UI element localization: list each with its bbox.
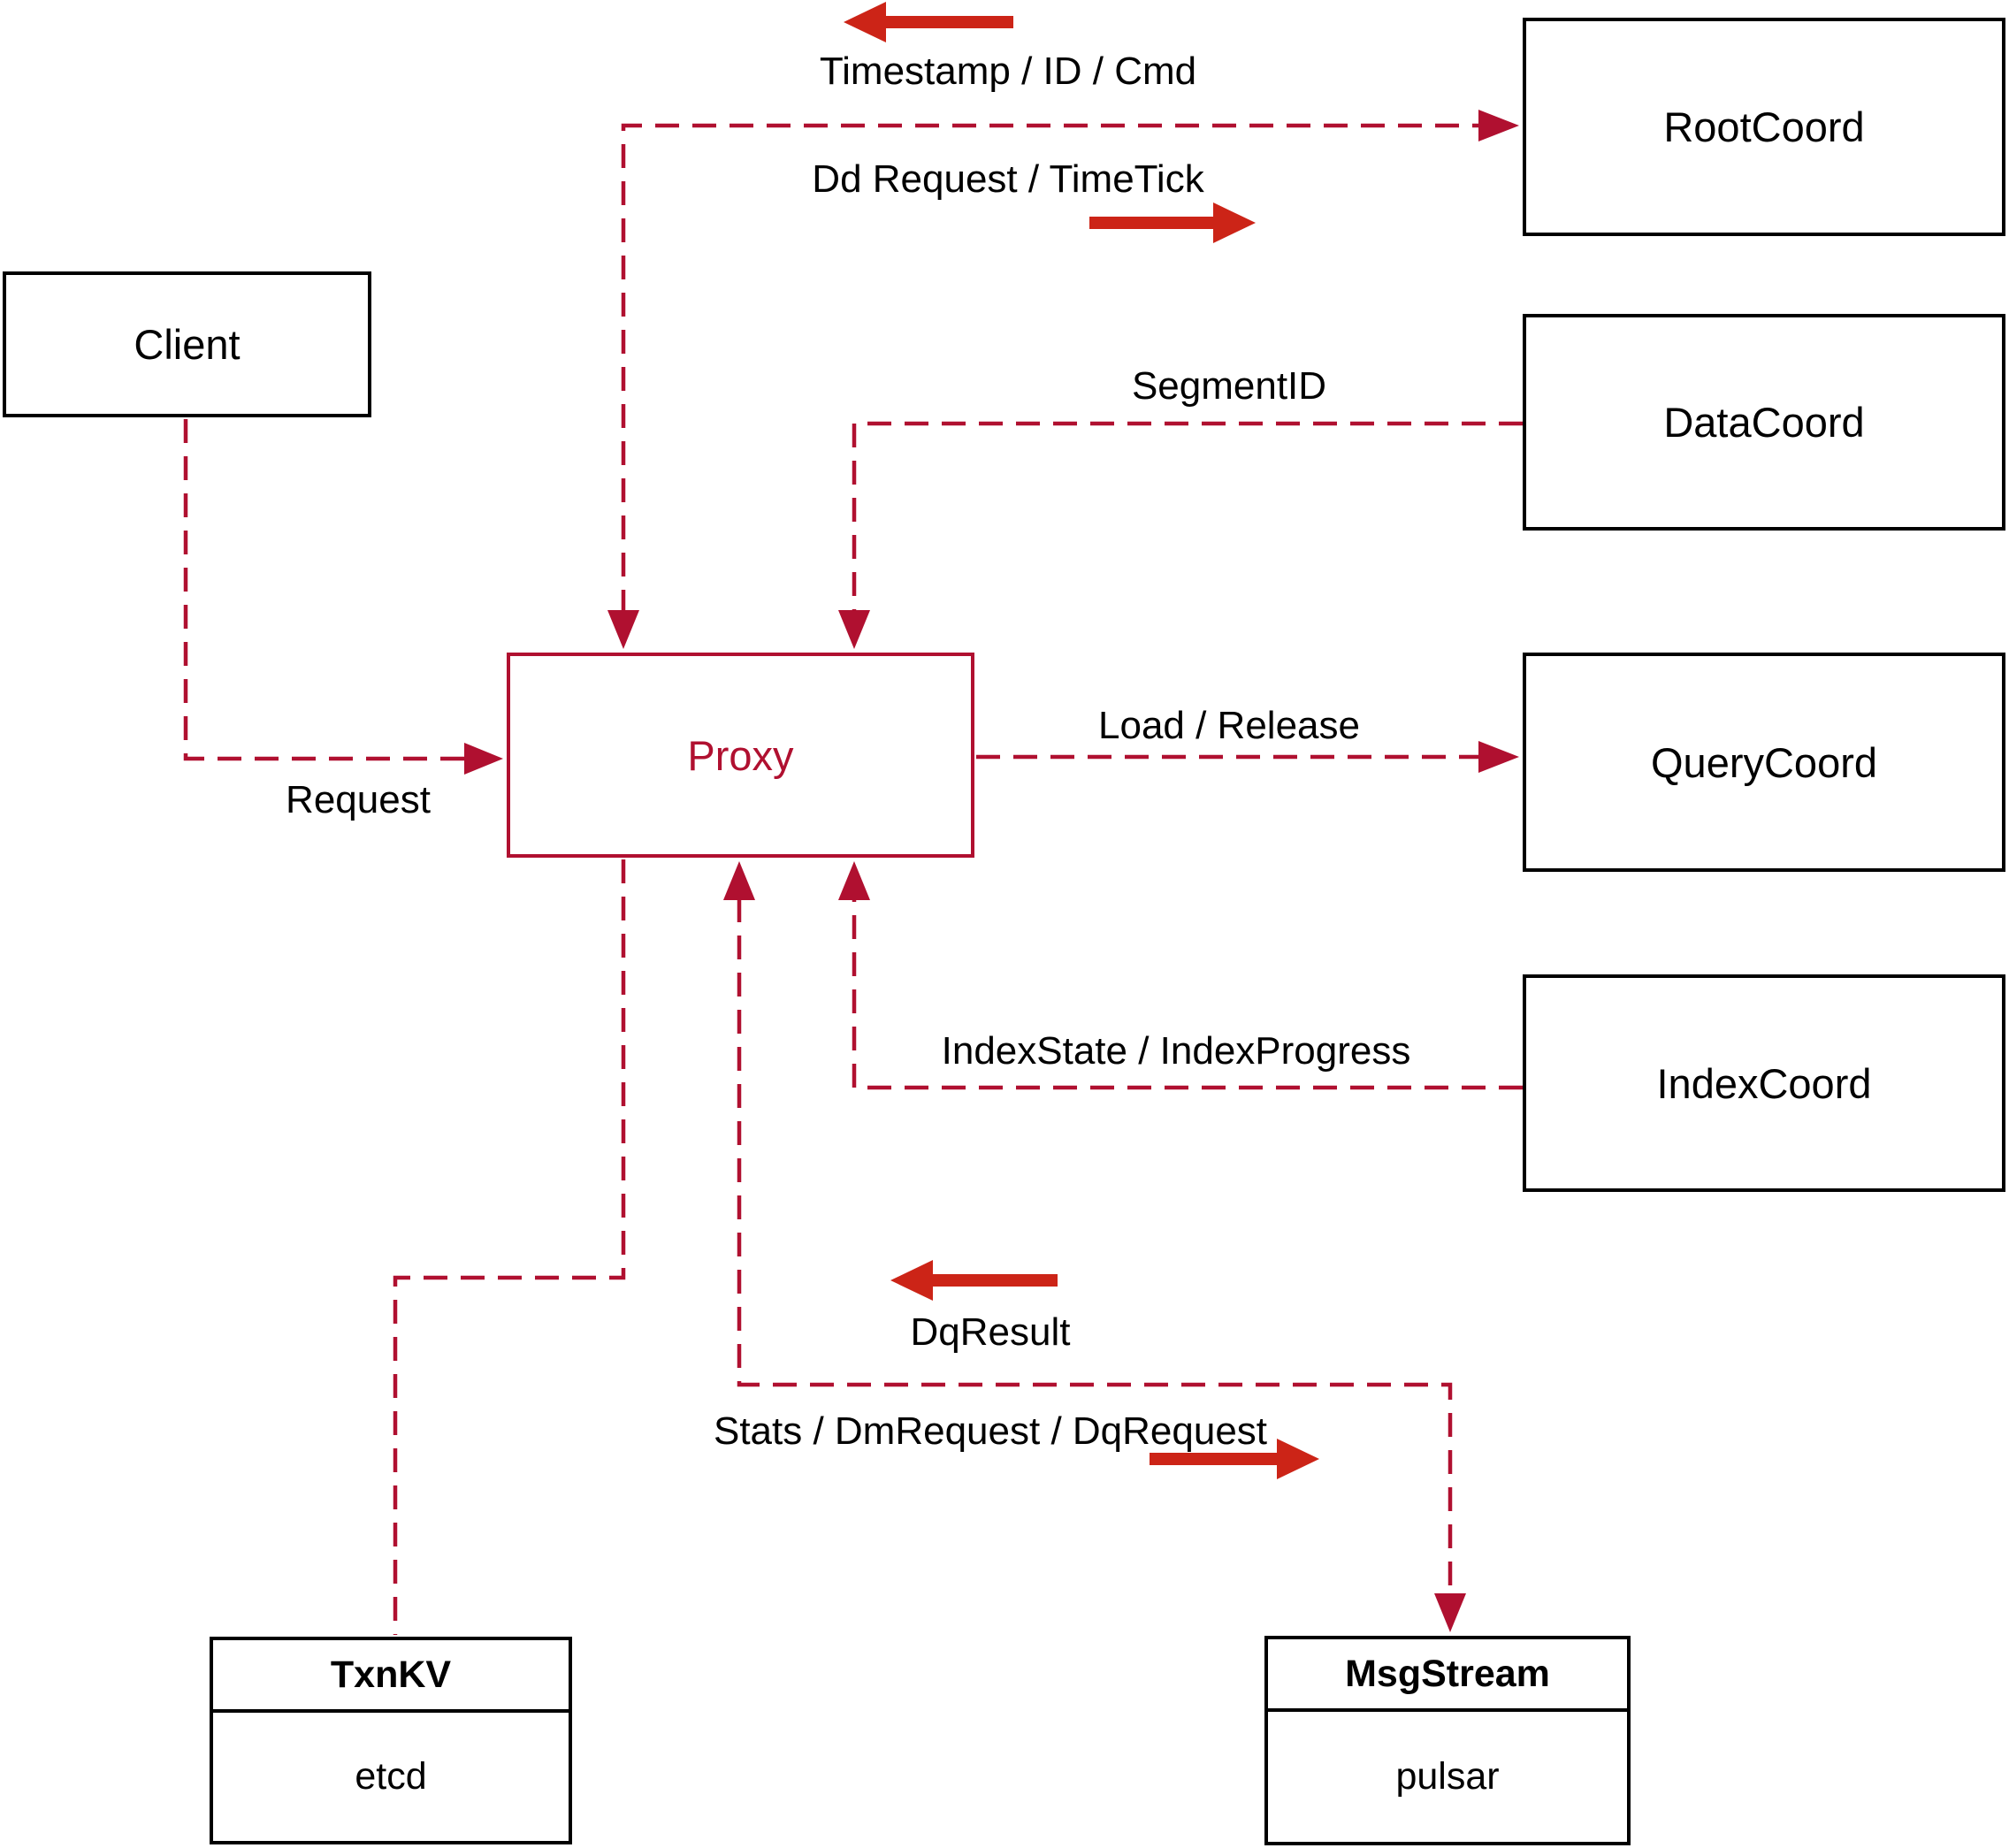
node-rootcoord-label: RootCoord [1663, 103, 1865, 150]
edge-proxy-msgstream [737, 898, 1453, 1593]
edge-proxy-rootcoord [621, 123, 1478, 614]
arrowhead-into-msgstream [1434, 1593, 1466, 1632]
node-datacoord-label: DataCoord [1663, 399, 1865, 446]
node-client-label: Client [134, 321, 241, 368]
edge-label-request: Request [286, 778, 431, 821]
arrowhead-indexcoord-into-proxy [838, 861, 870, 900]
edge-label-stats-dmrequest-dqrequest: Stats / DmRequest / DqRequest [713, 1409, 1268, 1453]
edge-client-proxy [183, 419, 464, 761]
direction-arrow-left-dqresult [890, 1260, 1058, 1301]
edge-label-timestamp-id-cmd: Timestamp / ID / Cmd [819, 50, 1197, 93]
arrowhead-msgstream-into-proxy [723, 861, 755, 900]
arrowhead-into-querycoord [1478, 741, 1519, 773]
arrowhead-request-into-proxy [464, 743, 503, 775]
node-indexcoord: IndexCoord [1523, 974, 2005, 1192]
node-proxy-label: Proxy [687, 731, 794, 779]
direction-arrow-left-timestamp [844, 2, 1013, 42]
edge-label-dqresult: DqResult [910, 1310, 1071, 1354]
node-txnkv-title: TxnKV [213, 1640, 569, 1713]
node-proxy: Proxy [507, 653, 974, 858]
node-msgstream-title: MsgStream [1268, 1639, 1627, 1712]
direction-arrow-right-ddrequest [1089, 202, 1256, 243]
node-querycoord-label: QueryCoord [1651, 738, 1877, 786]
edge-datacoord-proxy [852, 421, 1523, 614]
arrowhead-rootcoord-into-proxy [607, 610, 639, 649]
node-indexcoord-label: IndexCoord [1656, 1059, 1872, 1107]
node-datacoord: DataCoord [1523, 314, 2005, 531]
node-querycoord: QueryCoord [1523, 653, 2005, 872]
edge-label-load-release: Load / Release [1098, 704, 1360, 747]
edge-indexcoord-proxy [852, 898, 1523, 1090]
edge-label-segmentid: SegmentID [1131, 364, 1327, 408]
node-msgstream-subtitle: pulsar [1395, 1755, 1500, 1798]
node-txnkv: TxnKV etcd [210, 1637, 572, 1844]
arrowhead-datacoord-into-proxy [838, 610, 870, 649]
node-client: Client [3, 271, 371, 417]
node-rootcoord: RootCoord [1523, 18, 2005, 236]
edge-label-indexstate-indexprogress: IndexState / IndexProgress [941, 1029, 1411, 1073]
node-txnkv-subtitle: etcd [355, 1755, 427, 1798]
node-msgstream: MsgStream pulsar [1264, 1636, 1631, 1845]
direction-arrow-right-stats [1150, 1439, 1319, 1479]
arrowhead-into-rootcoord [1478, 110, 1519, 141]
edge-proxy-txnkv [393, 859, 626, 1635]
edge-label-dd-request-timetick: Dd Request / TimeTick [812, 157, 1204, 201]
